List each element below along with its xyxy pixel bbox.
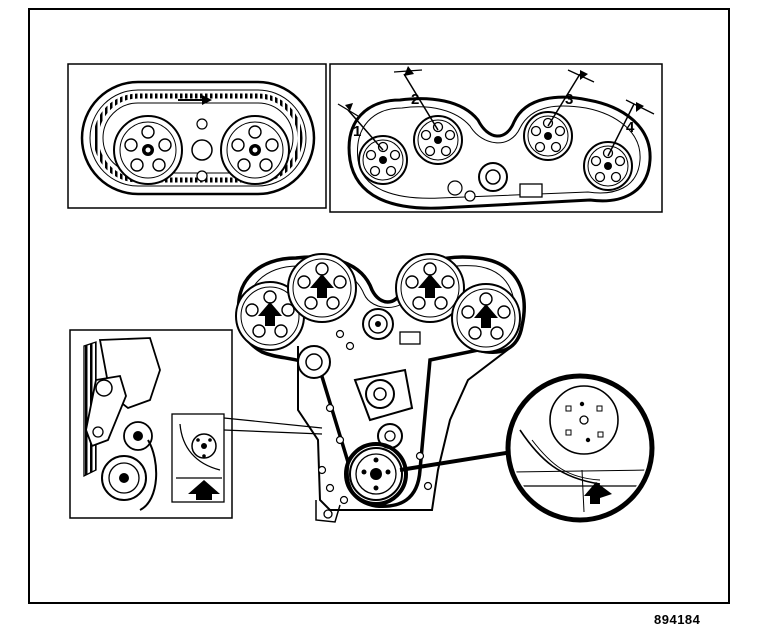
inset-belt-cover-view — [67, 63, 327, 209]
crankshaft-sprocket — [349, 447, 403, 501]
engine-front-view — [235, 253, 526, 523]
crank-timing-arrow — [584, 482, 612, 504]
inset-timing-mark-window — [171, 413, 225, 503]
alignment-mark-4 — [607, 99, 655, 157]
left-cam-sprocket — [113, 115, 183, 185]
alignment-mark-1 — [337, 103, 384, 151]
inset-crank-pulley — [101, 455, 147, 501]
crank-timing-arrow-small — [188, 480, 220, 500]
figure-number: 894184 — [654, 612, 701, 627]
inset-camshaft-alignment: 1 2 3 4 — [329, 63, 663, 213]
belt-tensioner — [297, 345, 331, 379]
cam-pulley-1 — [358, 135, 408, 185]
belt-direction-arrow — [178, 95, 212, 105]
main-cam-pulley-4 — [451, 283, 521, 353]
cam-pulley-3 — [523, 111, 573, 161]
callout-1: 1 — [353, 123, 361, 140]
right-cam-sprocket — [220, 115, 290, 185]
alignment-mark-2 — [393, 66, 439, 131]
cam-pulley-2 — [413, 115, 463, 165]
water-pump — [353, 368, 414, 422]
cam-pulley-4 — [583, 141, 633, 191]
belt-idler-lower — [377, 423, 403, 449]
callout-2: 2 — [411, 91, 419, 108]
callout-4: 4 — [626, 119, 635, 136]
crank-mark-magnifier — [399, 373, 655, 523]
inset-tensioner-detail — [69, 329, 323, 519]
crank-highlight-ring — [344, 442, 408, 506]
belt-idler-upper — [362, 308, 394, 340]
main-cam-pulley-2 — [287, 253, 357, 323]
alignment-mark-3 — [547, 69, 595, 127]
callout-3: 3 — [565, 91, 573, 108]
block-bolts — [317, 329, 433, 505]
diagram-frame — [28, 8, 730, 604]
